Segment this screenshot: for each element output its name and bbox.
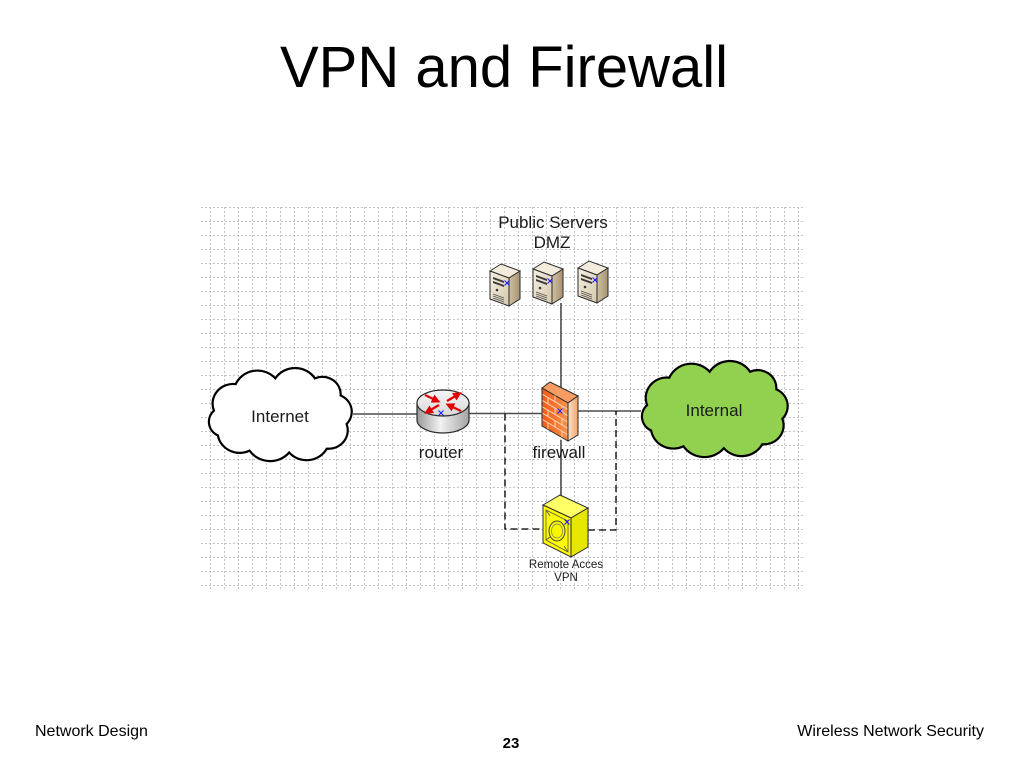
server-icon [532,261,564,305]
server-icon [489,263,521,307]
servers-label-line2: DMZ [534,233,571,252]
vpn-label-line2: VPN [554,572,578,584]
internet-label: Internet [251,407,309,426]
footer-course-title: Network Design [35,723,148,740]
router-label: router [419,443,464,462]
internet-cloud: Internet [209,368,352,461]
page-number: 23 [502,735,520,752]
slide-title: VPN and Firewall [279,35,729,100]
connection-point-marker [557,408,563,414]
router-icon [416,389,470,434]
dmz-servers: Public Servers DMZ [489,213,609,307]
footer-topic: Wireless Network Security [797,723,984,740]
connection-links [353,303,641,531]
cloud-icon [642,361,788,457]
vpn-label-line1: Remote Acces [529,559,603,571]
vpn-concentrator: Remote Acces VPN [529,494,603,584]
internal-cloud: Internal [642,361,788,457]
servers-label-line1: Public Servers [498,213,608,232]
link-vpn-internal [588,411,617,531]
cloud-icon [209,368,352,461]
internal-label: Internal [686,401,743,420]
link-router-vpn [504,413,543,530]
firewall: firewall [533,381,586,462]
connection-point-marker [438,410,444,416]
router: router [416,389,470,462]
firewall-icon [541,381,579,442]
vpn-concentrator-icon [541,494,590,558]
server-icon [577,260,609,304]
connection-point-marker [564,519,570,525]
firewall-label: firewall [533,443,586,462]
